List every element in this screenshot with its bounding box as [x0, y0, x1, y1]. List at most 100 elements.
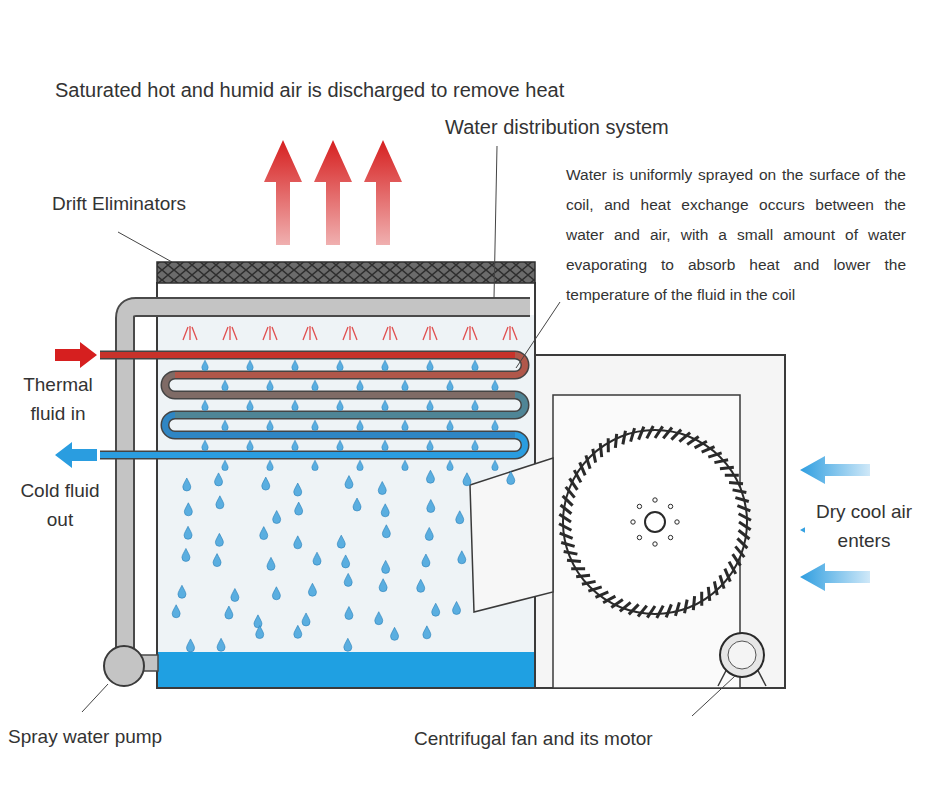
fan-blade — [739, 530, 750, 539]
droplet — [447, 420, 453, 430]
coil-tube-outline — [165, 415, 515, 435]
droplet — [247, 360, 253, 370]
droplet — [217, 638, 225, 651]
droplet — [422, 554, 430, 567]
droplet — [216, 496, 224, 509]
droplet — [294, 536, 302, 549]
fan-blade — [739, 522, 751, 530]
process-note: Water is uniformly sprayed on the surfac… — [566, 160, 906, 310]
droplet — [178, 585, 186, 598]
coil-tube-outline — [100, 435, 525, 455]
coil-tube — [100, 435, 525, 455]
droplet — [345, 476, 353, 489]
water-droplets — [172, 360, 515, 652]
fan-blade — [603, 596, 615, 603]
droplet — [337, 360, 343, 370]
spray-nozzle — [303, 326, 317, 340]
droplet — [382, 440, 388, 450]
droplet — [402, 460, 408, 470]
droplet — [222, 460, 228, 470]
droplet — [492, 420, 498, 430]
fan-blade — [735, 546, 744, 557]
droplet — [187, 639, 195, 652]
droplet — [382, 560, 390, 573]
hub-bolt — [631, 520, 635, 524]
cool-air-arrow — [800, 563, 870, 591]
fan-blade — [708, 587, 709, 601]
fan-blade — [586, 455, 590, 468]
droplet — [382, 360, 388, 370]
hot-air-arrow — [314, 140, 352, 245]
droplet — [432, 603, 440, 616]
fan-blades — [559, 426, 751, 618]
leader-line — [692, 676, 735, 716]
droplet — [472, 360, 478, 370]
droplet — [222, 420, 228, 430]
fan-hub — [645, 512, 665, 532]
fan-blade — [580, 462, 585, 475]
droplet — [458, 551, 466, 564]
hub-bolt — [637, 504, 641, 508]
fan-blade — [582, 581, 596, 584]
fan-blade — [620, 602, 631, 611]
droplet — [294, 483, 302, 496]
fan-blade — [687, 437, 699, 445]
coil-tube-outline — [100, 351, 515, 360]
fan-blade — [564, 552, 578, 555]
droplet — [215, 473, 223, 486]
fan-blade — [567, 560, 581, 561]
droplet — [357, 460, 363, 470]
droplet — [453, 601, 461, 614]
leader-line — [494, 146, 497, 298]
fan-blade — [729, 562, 736, 574]
droplet — [427, 440, 433, 450]
droplet — [447, 460, 453, 470]
droplet — [337, 535, 345, 548]
water-basin — [158, 652, 534, 687]
inlet-arrow — [55, 342, 97, 368]
droplet — [427, 499, 435, 512]
fan-blade — [725, 474, 739, 477]
hot-air-arrow — [364, 140, 402, 245]
droplet — [215, 533, 223, 546]
droplet — [267, 557, 275, 570]
fan-blade — [720, 467, 734, 468]
fan-housing — [535, 355, 785, 688]
droplet — [222, 380, 228, 390]
droplet — [312, 460, 318, 470]
fan-blade — [639, 427, 644, 440]
droplet — [337, 440, 343, 450]
motor-face — [728, 641, 756, 669]
droplet — [247, 400, 253, 410]
droplet — [381, 504, 389, 517]
droplet — [425, 527, 433, 540]
discharge-caption: Saturated hot and humid air is discharge… — [55, 78, 695, 102]
cool-air-arrow — [800, 456, 870, 484]
fan-blade — [615, 434, 616, 448]
fan-blade — [611, 600, 623, 608]
spray-nozzle — [383, 326, 397, 340]
fan-blade — [729, 482, 743, 483]
fan-blade — [737, 506, 750, 511]
fan-blade — [725, 569, 730, 582]
spray-nozzle — [503, 326, 517, 340]
fan-blade — [563, 496, 573, 506]
droplet — [472, 440, 478, 450]
coil-tube — [165, 375, 515, 395]
hub-bolt — [653, 498, 657, 502]
fan-blade — [733, 554, 741, 566]
drift-eliminator — [157, 262, 535, 283]
fan-blade — [566, 487, 575, 498]
fan-blade — [647, 606, 655, 618]
fan-blade — [560, 533, 573, 538]
droplet — [417, 579, 425, 592]
fan-blade — [595, 592, 608, 597]
spray-nozzle — [423, 326, 437, 340]
droplet — [357, 420, 363, 430]
droplet — [273, 511, 281, 524]
fan-blade — [561, 542, 574, 546]
droplet — [202, 360, 208, 370]
droplet — [295, 502, 303, 515]
droplet — [345, 607, 353, 620]
